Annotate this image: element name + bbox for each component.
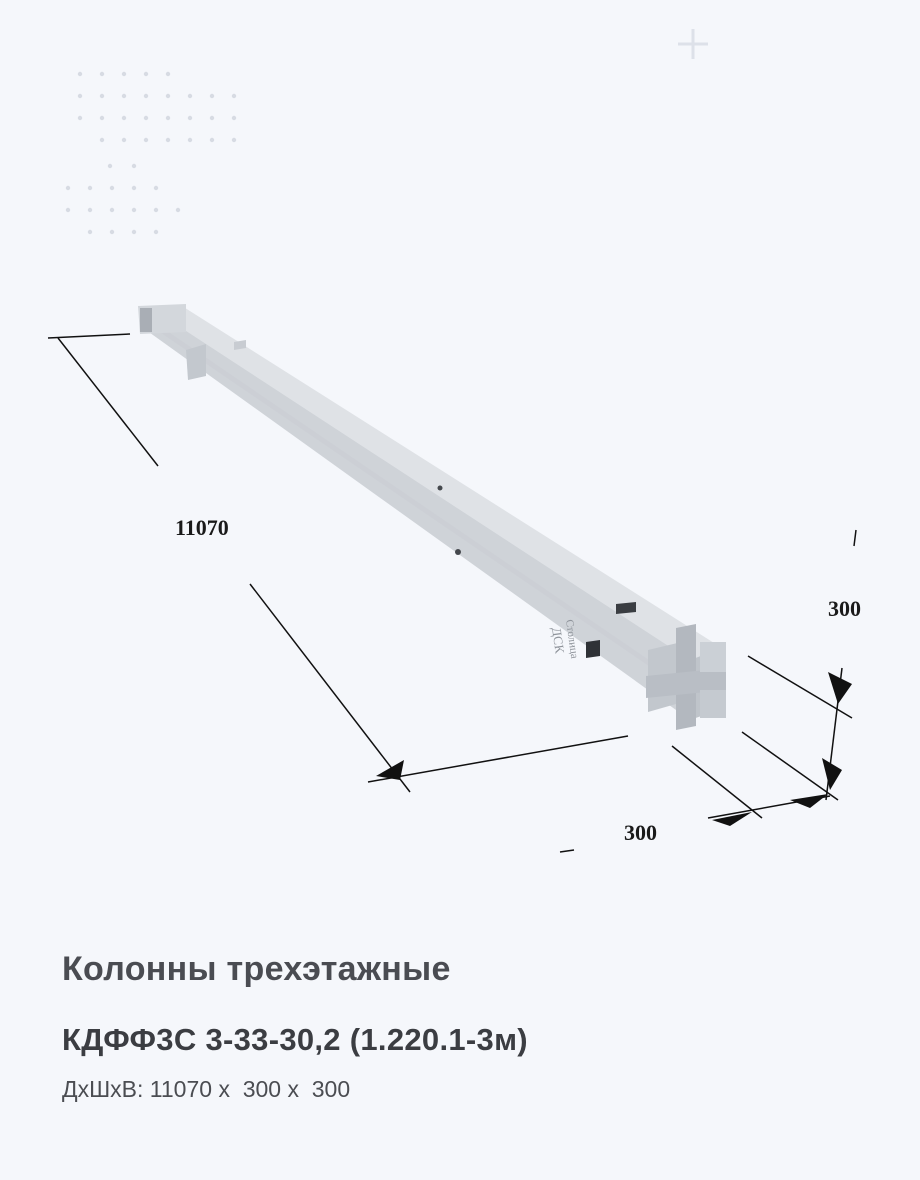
decor-dot <box>87 207 93 213</box>
decor-dot <box>153 229 159 235</box>
brand-text-line1: ДСК <box>549 626 568 654</box>
decor-dot <box>131 185 137 191</box>
decor-dot <box>143 71 149 77</box>
decor-dot <box>121 93 127 99</box>
decor-dot <box>231 115 237 121</box>
plus-icon <box>678 29 708 59</box>
length-dimension-label: 11070 <box>175 515 229 540</box>
decor-dot <box>209 137 215 143</box>
concrete-column: ДСК Столица <box>138 304 726 730</box>
decor-dot <box>99 93 105 99</box>
decor-dot <box>131 207 137 213</box>
decor-dot <box>165 137 171 143</box>
product-dimensions: ДхШхВ: 11070 x 300 x 300 <box>62 1076 350 1103</box>
decor-dot <box>121 137 127 143</box>
dims-width: 300 <box>242 1076 282 1102</box>
dims-height: 300 <box>311 1076 351 1102</box>
decor-dot <box>231 93 237 99</box>
decor-dot <box>65 207 71 213</box>
decor-dot <box>99 115 105 121</box>
decor-dot <box>87 185 93 191</box>
dims-separator-2: x <box>287 1076 299 1102</box>
decor-dot <box>131 163 137 169</box>
decor-dot <box>153 207 159 213</box>
product-category-title: Колонны трехэтажные <box>62 950 451 988</box>
decor-dot <box>121 71 127 77</box>
dims-length: 11070 <box>149 1076 213 1102</box>
decor-dot <box>209 93 215 99</box>
decor-dot <box>77 115 83 121</box>
decor-dot <box>87 229 93 235</box>
dot-pattern <box>65 71 237 235</box>
decor-dot <box>143 115 149 121</box>
decor-dot <box>131 229 137 235</box>
dimension-arrows <box>376 672 852 826</box>
decor-dot <box>77 93 83 99</box>
decor-dot <box>165 115 171 121</box>
dimension-lines <box>47 333 857 853</box>
decor-dot <box>165 93 171 99</box>
width-dimension-label: 300 <box>624 820 657 845</box>
dims-prefix: ДхШхВ: <box>62 1076 144 1102</box>
product-model-title: КДФФ3С 3-33-30,2 (1.220.1-3м) <box>62 1022 528 1057</box>
decor-dot <box>187 93 193 99</box>
decor-dot <box>109 207 115 213</box>
decor-dot <box>77 71 83 77</box>
decor-dot <box>107 163 113 169</box>
height-dimension-label: 300 <box>828 596 861 621</box>
decor-dot <box>99 137 105 143</box>
decor-dot <box>65 185 71 191</box>
decor-dot <box>153 185 159 191</box>
decor-dot <box>187 115 193 121</box>
decor-dot <box>109 185 115 191</box>
decor-dot <box>231 137 237 143</box>
decor-dot <box>121 115 127 121</box>
brand-text-line2: Столица <box>563 619 580 660</box>
decor-dot <box>143 137 149 143</box>
decor-dot <box>99 71 105 77</box>
decor-dot <box>209 115 215 121</box>
decor-dot <box>175 207 181 213</box>
column-drawing: ДСК Столица 11070 300 300 <box>47 29 861 853</box>
dims-separator-1: x <box>218 1076 230 1102</box>
decor-dot <box>187 137 193 143</box>
decor-dot <box>143 93 149 99</box>
decor-dot <box>109 229 115 235</box>
decor-dot <box>165 71 171 77</box>
